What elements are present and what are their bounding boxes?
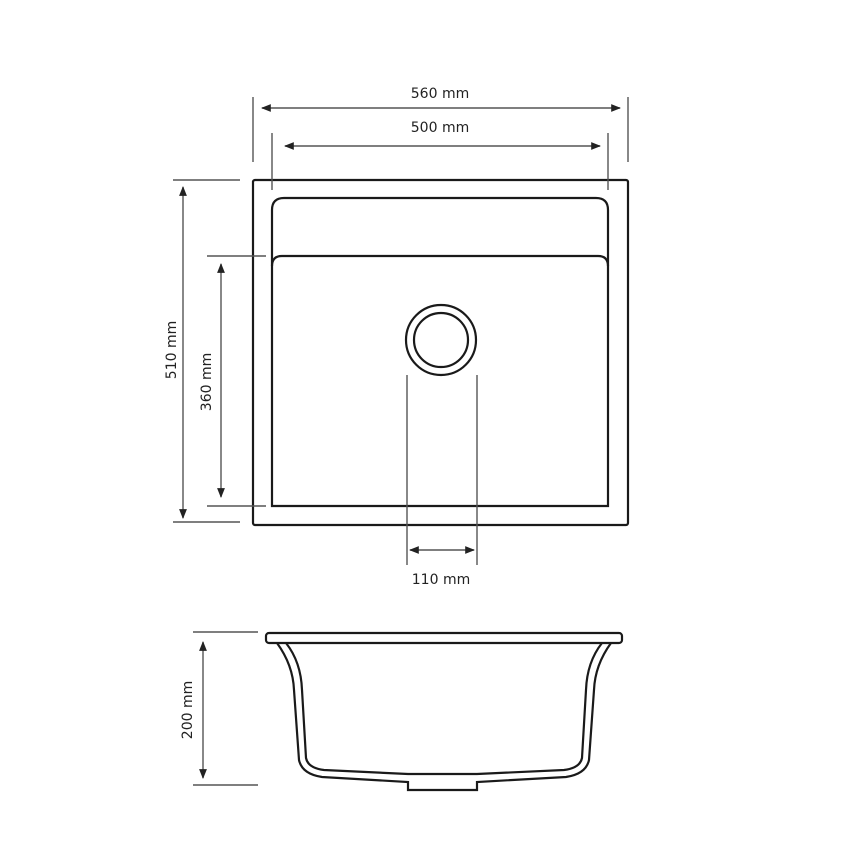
drain-inner [412,311,470,369]
bowl-inner [285,642,603,776]
overall-depth-label: 510 mm [164,321,180,379]
sink-outline [251,178,630,527]
basin-outline [270,196,610,508]
side-view [264,631,624,792]
bowl-outer [276,642,612,792]
dimension-height: 200 mm [180,631,258,786]
top-view [251,178,630,527]
dimension-drain: 110 mm [406,375,478,588]
rim [264,631,624,645]
height-label: 200 mm [180,681,196,739]
drain-label: 110 mm [412,572,470,588]
overall-width-label: 560 mm [411,86,469,102]
dimension-overall-depth: 510 mm [164,179,240,523]
bowl-depth-label: 360 mm [199,353,215,411]
dimension-overall-width: 560 mm [252,86,629,162]
dimension-inner-width: 500 mm [271,120,609,190]
ledge-line [270,254,610,267]
inner-width-label: 500 mm [411,120,469,136]
dimension-bowl-depth: 360 mm [199,255,266,507]
drain-outer [404,303,478,377]
